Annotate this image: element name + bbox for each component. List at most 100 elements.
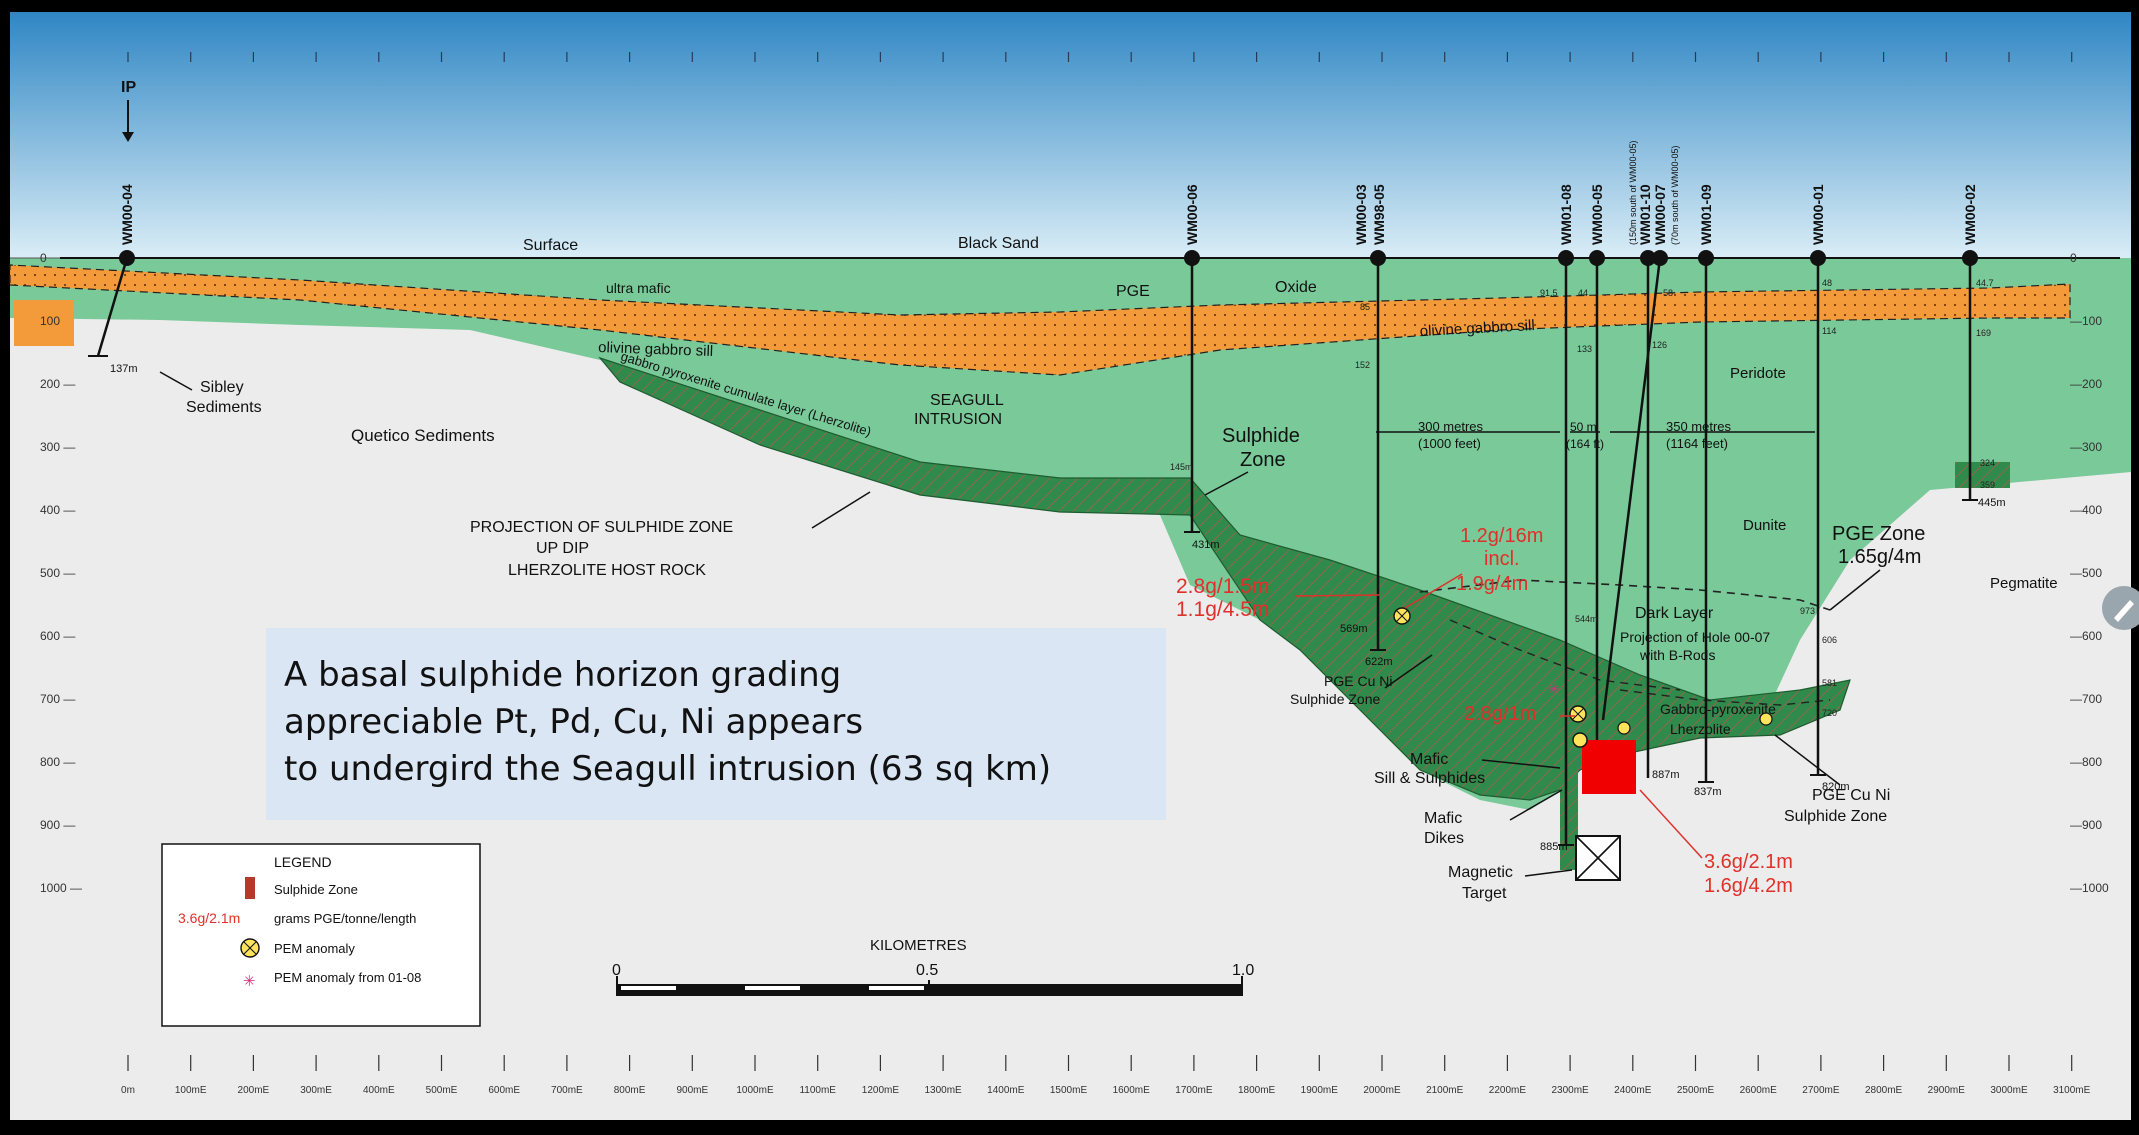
depth-label-right: —900 xyxy=(2070,818,2102,832)
legend-title: LEGEND xyxy=(274,854,332,870)
label-pge-zone-1: PGE Zone xyxy=(1832,523,1925,545)
depth-label-right: —1000 xyxy=(2070,881,2109,895)
depth-mark: 324 xyxy=(1980,458,1995,468)
easting-label: 2200mE xyxy=(1489,1085,1527,1096)
drillhole-wm00-06 xyxy=(1184,250,1200,533)
label-peridotite: Peridote xyxy=(1730,365,1786,382)
depth-mark: 126 xyxy=(1652,340,1667,350)
depth-label-right: —400 xyxy=(2070,503,2102,517)
easting-label: 800mE xyxy=(614,1085,646,1096)
leader-lines xyxy=(159,371,1881,877)
magnetic-target-cross xyxy=(1575,835,1621,881)
label-pge-zone-2: 1.65g/4m xyxy=(1838,546,1921,568)
depth-mark: 973 xyxy=(1800,606,1815,616)
hole-label-wm98-05: WM98-05 xyxy=(1371,184,1387,245)
drillhole-wm00-04 xyxy=(88,250,135,357)
depth-label-left: 200 — xyxy=(40,377,75,391)
grade-2-line2: 1.1g/4.5m xyxy=(1176,598,1269,621)
label-quetico: Quetico Sediments xyxy=(351,426,495,445)
label-dist-50-2: (164 ft) xyxy=(1566,437,1604,451)
depth-mark: 145m xyxy=(1170,462,1193,472)
depth-mark: 58 xyxy=(1663,288,1673,298)
label-projection-3: LHERZOLITE HOST ROCK xyxy=(508,562,706,579)
sulphide-zone-block xyxy=(1582,740,1636,794)
label-pge-cu-ni-left-1: PGE Cu Ni xyxy=(1324,673,1392,689)
depth-mark: 48 xyxy=(1822,278,1832,288)
label-seagull-2: INTRUSION xyxy=(914,411,1002,428)
drillhole-wm00-07 xyxy=(1601,250,1668,721)
pem-anomaly-icon xyxy=(1617,721,1631,735)
depth-mark: 169 xyxy=(1976,328,1991,338)
legend-pem-anomaly: PEM anomaly xyxy=(274,941,355,956)
label-dist-300-2: (1000 feet) xyxy=(1418,436,1481,451)
easting-label: 1200mE xyxy=(862,1085,900,1096)
depth-label-right: —300 xyxy=(2070,440,2102,454)
depth-axis-right: 0—100—200—300—400—500—600—700—800—900—10… xyxy=(2070,251,2109,895)
label-olivine-gabbro-sill-left: olivine gabbro sill xyxy=(598,339,714,360)
hole-bottom-wm00-04: 137m xyxy=(110,363,138,375)
pem-anomaly-icon xyxy=(1393,607,1411,625)
grade-4-line1: 3.6g/2.1m xyxy=(1704,851,1793,873)
depth-label-right: —600 xyxy=(2070,629,2102,643)
label-seagull-1: SEAGULL xyxy=(930,392,1004,409)
ip-label: IP xyxy=(121,79,136,96)
depth-mark: 359 xyxy=(1980,480,1995,490)
pegmatite-block xyxy=(1955,462,2010,488)
top-tick-row xyxy=(127,52,2073,62)
easting-label: 1600mE xyxy=(1113,1085,1151,1096)
olivine-gabbro-sill xyxy=(9,264,2071,376)
hole-label-wm00-01: WM00-01 xyxy=(1810,184,1826,245)
hole-label-wm00-02: WM00-02 xyxy=(1962,184,1978,245)
depth-label-left: 300 — xyxy=(40,440,75,454)
label-pge-cu-ni-right-2: Sulphide Zone xyxy=(1784,808,1887,825)
cumulate-layer-band xyxy=(598,356,1851,801)
hole-bottom-wm00-06: 431m xyxy=(1192,539,1220,551)
easting-label: 2900mE xyxy=(1928,1085,1966,1096)
depth-mark: 44 xyxy=(1578,288,1588,298)
grade-1-line1: 1.2g/16m xyxy=(1460,525,1543,547)
depth-mark: 581 xyxy=(1822,678,1837,688)
label-projection-2: UP DIP xyxy=(536,540,589,557)
pem-anomaly-0108-icon: ✳ xyxy=(1548,681,1560,697)
depth-label-right: 0 xyxy=(2070,251,2077,265)
easting-label: 1100mE xyxy=(799,1085,836,1096)
depth-label-left: 800 — xyxy=(40,755,75,769)
hole-bottom-wm01-10: 887m xyxy=(1652,769,1680,781)
legend-grade-example: 3.6g/2.1m xyxy=(178,910,240,926)
easting-label: 2600mE xyxy=(1740,1085,1778,1096)
easting-label: 600mE xyxy=(488,1085,520,1096)
hole-label-wm00-03: WM00-03 xyxy=(1353,184,1369,245)
hole-bottom-wm98-05: 569m xyxy=(1340,623,1368,635)
depth-label-right: —100 xyxy=(2070,314,2102,328)
hole-bottom-wm00-02: 445m xyxy=(1978,497,2006,509)
depth-label-left: 0 xyxy=(40,251,47,265)
easting-label: 2000mE xyxy=(1363,1085,1401,1096)
easting-label: 3100mE xyxy=(2053,1085,2091,1096)
label-projection-hole-1: Projection of Hole 00-07 xyxy=(1620,629,1770,645)
label-gabbro-pyroxenite: Gabbro-pyroxenite xyxy=(1660,701,1776,717)
depth-label-left: 500 — xyxy=(40,566,75,580)
hole-label-wm00-05: WM00-05 xyxy=(1589,184,1605,245)
depth-mark: 544m xyxy=(1575,614,1598,624)
hole-label-wm00-04: WM00-04 xyxy=(119,184,135,245)
hole-bottom-wm01-08: 885m xyxy=(1540,841,1568,853)
depth-mark: 91.5 xyxy=(1540,288,1558,298)
grade-2-line1: 2.8g/1.5m xyxy=(1176,575,1269,598)
label-lherzolite: Lherzolite xyxy=(1670,721,1731,737)
hole-note-wm01-10: (150m south of WM00-05) xyxy=(1628,140,1638,245)
depth-label-left: 1000 — xyxy=(40,881,82,895)
edit-pencil-icon[interactable] xyxy=(2102,586,2139,630)
sibley-sediments-block xyxy=(14,300,74,346)
easting-label: 300mE xyxy=(300,1085,332,1096)
label-black-sand: Black Sand xyxy=(958,235,1039,252)
dark-layer-outline xyxy=(1419,579,1831,611)
label-pegmatite: Pegmatite xyxy=(1990,575,2058,592)
pem-anomaly-icon xyxy=(1759,712,1773,726)
easting-label: 2500mE xyxy=(1677,1085,1715,1096)
drillhole-wm00-02 xyxy=(1962,250,1978,501)
easting-label: 2300mE xyxy=(1551,1085,1589,1096)
drillhole-wm01-08 xyxy=(1558,250,1574,846)
